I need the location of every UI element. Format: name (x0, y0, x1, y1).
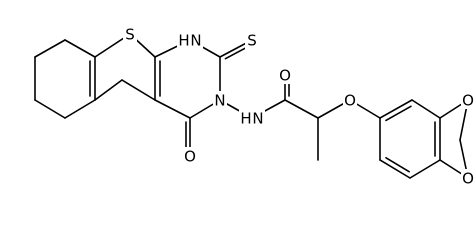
atom-label-o-dioxole-2: O (462, 170, 474, 188)
bond-ch4-ca (64, 99, 96, 119)
atom-label-h-amide: H (240, 110, 251, 128)
bond-layer (34, 33, 469, 179)
atom-label-o-dioxole-1: O (462, 92, 474, 110)
atom-label-background (343, 91, 357, 109)
bond-c4a-cd (121, 79, 156, 101)
atom-label-n3: N (214, 92, 225, 110)
bond-b4-b5 (409, 159, 441, 179)
atom-label-background (461, 169, 475, 187)
bond-b1-b2 (379, 99, 413, 119)
bond-cb-ch1 (64, 39, 96, 58)
atom-label-n-amide: N (252, 110, 263, 128)
atom-label-background (123, 25, 137, 43)
atom-label-o-carbonyl-ring: O (184, 148, 196, 166)
atom-label-background (251, 109, 265, 127)
bond-b5-b6 (379, 159, 411, 179)
bond-cd-ca (94, 79, 123, 101)
atom-label-o-amide: O (279, 67, 291, 85)
atom-label-s-thiophene: S (125, 26, 135, 44)
bond-cam-calpha (284, 99, 319, 119)
atom-label-background (213, 91, 227, 109)
bond-b5-b6-second (385, 156, 410, 173)
bond-b2-b3 (411, 99, 441, 119)
atom-label-background (278, 66, 292, 84)
atom-label-background (239, 109, 253, 127)
bond-ch3-ch4 (34, 99, 66, 119)
bond-c4-c4a (154, 99, 191, 119)
bond-ch1-ch2 (34, 39, 66, 58)
atom-label-background (189, 31, 203, 49)
atom-label-o-ether: O (344, 92, 356, 110)
atom-label-background (183, 147, 197, 165)
bond-b1-b2-second (385, 105, 412, 122)
atom-label-s-thione: S (247, 32, 257, 50)
atom-label-h-n1: H (178, 32, 189, 50)
atom-label-n1: N (190, 32, 201, 50)
atom-label-background (245, 31, 259, 49)
atom-label-background (461, 91, 475, 109)
atom-label-background (177, 31, 191, 49)
